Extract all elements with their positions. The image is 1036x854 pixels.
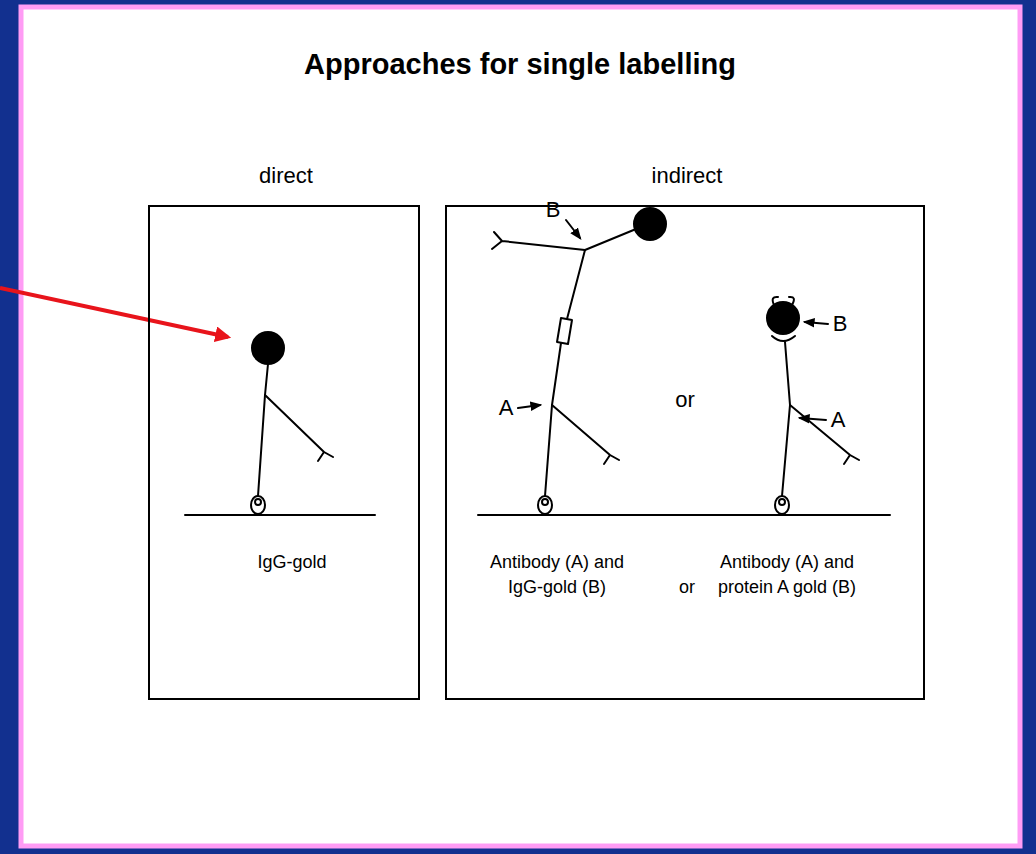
leader-line	[566, 220, 580, 238]
binding-site	[557, 318, 572, 344]
protein-a-symbol	[772, 336, 795, 341]
caption-text: IgG-gold	[192, 550, 392, 575]
caption-text: or	[672, 575, 702, 600]
panel-heading: indirect	[567, 163, 807, 188]
part-label: A	[491, 395, 521, 421]
part-label: or	[670, 387, 700, 413]
antigen-symbol	[542, 499, 548, 505]
gold-particle	[767, 302, 799, 334]
slide-panel	[21, 7, 1020, 846]
antigen-symbol	[255, 499, 261, 505]
surface-line	[478, 514, 890, 516]
antibody-symbol	[492, 232, 585, 250]
antibody-symbol	[265, 395, 333, 461]
panel-heading: direct	[186, 163, 386, 188]
antigen-symbol	[538, 496, 552, 514]
slide-title: Approaches for single labelling	[20, 48, 1020, 81]
protein-a-symbol	[773, 297, 794, 305]
antibody-symbol	[545, 343, 561, 496]
pointer-arrow	[0, 288, 228, 337]
label-panel: directIgG-gold	[148, 205, 420, 700]
antibody-symbol	[258, 364, 268, 496]
gold-particle	[252, 332, 284, 364]
antibody-symbol	[552, 405, 619, 464]
leader-line	[518, 405, 540, 408]
antibody-symbol	[782, 342, 790, 496]
antigen-symbol	[251, 496, 265, 514]
part-label: A	[823, 407, 853, 433]
part-label: B	[825, 311, 855, 337]
surface-line	[185, 514, 375, 516]
antibody-symbol	[567, 250, 585, 319]
part-label: B	[538, 197, 568, 223]
caption-text: Antibody (A) and IgG-gold (B)	[472, 550, 642, 600]
antigen-symbol	[779, 499, 785, 505]
label-panel: indirectAntibody (A) and IgG-gold (B)orA…	[445, 205, 925, 700]
caption-text: Antibody (A) and protein A gold (B)	[702, 550, 872, 600]
leader-line	[800, 418, 826, 420]
gold-particle	[634, 208, 666, 240]
leader-line	[805, 322, 828, 324]
antibody-symbol	[585, 229, 636, 250]
antigen-symbol	[775, 496, 789, 514]
antibody-symbol	[790, 405, 859, 464]
